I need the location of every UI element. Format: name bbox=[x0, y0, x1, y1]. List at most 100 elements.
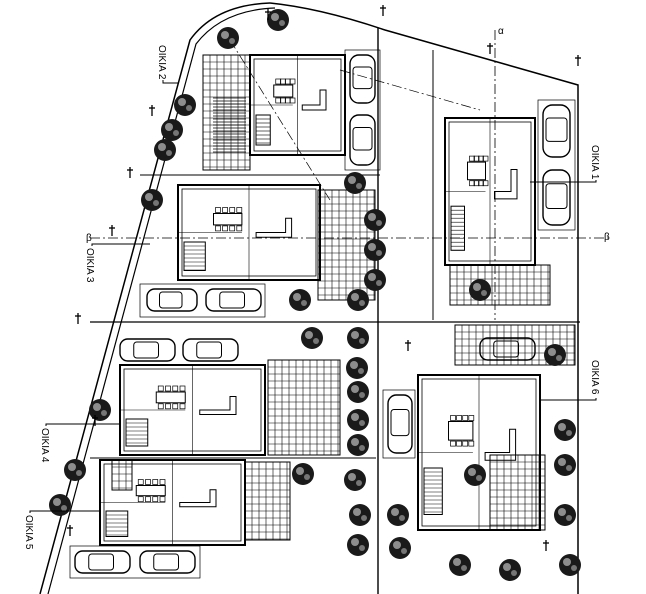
chair bbox=[236, 225, 243, 232]
section-mark-beta-left: β bbox=[86, 233, 92, 244]
house-1-label: ΟΙΚΙΑ 1 bbox=[589, 145, 600, 180]
house-plan bbox=[249, 54, 346, 156]
tree-highlight bbox=[145, 193, 153, 201]
house-2-label: ΟΙΚΙΑ 2 bbox=[156, 45, 167, 80]
staircase bbox=[450, 205, 465, 251]
chair bbox=[456, 415, 462, 421]
tree-highlight bbox=[61, 505, 67, 511]
setback-line bbox=[229, 39, 331, 201]
tree-canopy bbox=[364, 239, 386, 261]
tree-canopy bbox=[347, 409, 369, 431]
tree-canopy bbox=[347, 327, 369, 349]
tree-canopy bbox=[499, 559, 521, 581]
dining-table bbox=[467, 161, 486, 181]
car bbox=[182, 338, 239, 362]
chair bbox=[159, 479, 166, 485]
tree-highlight bbox=[376, 250, 382, 256]
tree bbox=[49, 494, 71, 516]
section-mark-beta-right: β bbox=[604, 232, 610, 243]
leader-line bbox=[162, 80, 178, 84]
setback-line bbox=[339, 69, 481, 111]
chair bbox=[284, 97, 291, 104]
tree-highlight bbox=[165, 123, 173, 131]
tree-highlight bbox=[548, 348, 556, 356]
tree bbox=[64, 459, 86, 481]
tree-highlight bbox=[566, 430, 572, 436]
tree-highlight bbox=[571, 565, 577, 571]
tree bbox=[347, 409, 369, 431]
chair bbox=[275, 78, 282, 85]
tree-highlight bbox=[503, 563, 511, 571]
paved-grid bbox=[111, 459, 133, 491]
tree bbox=[554, 454, 576, 476]
tree-canopy bbox=[174, 94, 196, 116]
tree bbox=[554, 419, 576, 441]
house-plan bbox=[177, 184, 321, 281]
chair bbox=[229, 207, 236, 213]
parking-bay bbox=[344, 49, 381, 171]
tree-highlight bbox=[473, 283, 481, 291]
car-body bbox=[119, 338, 176, 362]
tree-highlight bbox=[53, 498, 61, 506]
house-5-label: ΟΙΚΙΑ 5 bbox=[23, 515, 34, 550]
tree bbox=[544, 344, 566, 366]
tree bbox=[559, 554, 581, 576]
car bbox=[119, 338, 176, 362]
tree-highlight bbox=[376, 280, 382, 286]
trees bbox=[49, 9, 581, 581]
car-body bbox=[139, 550, 196, 574]
tree-canopy bbox=[349, 504, 371, 526]
car-roof bbox=[493, 340, 519, 358]
chair bbox=[289, 78, 296, 85]
chair bbox=[478, 180, 484, 187]
tree-highlight bbox=[279, 20, 285, 26]
chair bbox=[145, 496, 151, 503]
tree-highlight bbox=[461, 565, 467, 571]
tree-highlight bbox=[361, 515, 367, 521]
west-boundary-curve bbox=[39, 2, 271, 594]
house-label-1: ΟΙΚΙΑ 1 bbox=[530, 145, 600, 183]
car-body bbox=[205, 288, 262, 312]
tree-highlight bbox=[359, 420, 365, 426]
sofa bbox=[494, 168, 518, 200]
tree-highlight bbox=[76, 470, 82, 476]
car-roof bbox=[133, 341, 159, 359]
chair bbox=[289, 97, 296, 104]
tree-highlight bbox=[359, 445, 365, 451]
tree bbox=[154, 139, 176, 161]
tree-canopy bbox=[292, 463, 314, 485]
chair bbox=[152, 496, 159, 503]
tree-highlight bbox=[563, 558, 571, 566]
tree bbox=[554, 504, 576, 526]
tree-highlight bbox=[153, 200, 159, 206]
car bbox=[479, 337, 536, 361]
garden-light-icon bbox=[380, 5, 386, 16]
chair bbox=[280, 78, 286, 85]
paved-outline bbox=[489, 454, 546, 531]
chair bbox=[157, 403, 164, 410]
tree-highlight bbox=[359, 392, 365, 398]
garden-lights bbox=[67, 5, 581, 551]
tree-highlight bbox=[368, 273, 376, 281]
chair bbox=[462, 440, 469, 447]
tree-highlight bbox=[558, 508, 566, 516]
tree-canopy bbox=[364, 269, 386, 291]
chair bbox=[275, 97, 282, 104]
tree-highlight bbox=[351, 385, 359, 393]
leader-line bbox=[29, 510, 100, 513]
tree bbox=[364, 239, 386, 261]
paved-grid bbox=[202, 54, 251, 171]
tree-canopy bbox=[217, 27, 239, 49]
tree-highlight bbox=[558, 423, 566, 431]
house-6-label: ΟΙΚΙΑ 6 bbox=[589, 360, 600, 395]
tree-highlight bbox=[511, 570, 517, 576]
car-body bbox=[349, 54, 376, 104]
parking-bay bbox=[139, 283, 266, 318]
tree-highlight bbox=[271, 13, 279, 21]
paved-grid bbox=[454, 324, 576, 366]
house-plan bbox=[444, 117, 536, 266]
parking-bay bbox=[69, 545, 201, 579]
chair bbox=[179, 385, 186, 392]
garden-light-icon bbox=[75, 313, 81, 324]
paved-grid bbox=[489, 454, 546, 531]
